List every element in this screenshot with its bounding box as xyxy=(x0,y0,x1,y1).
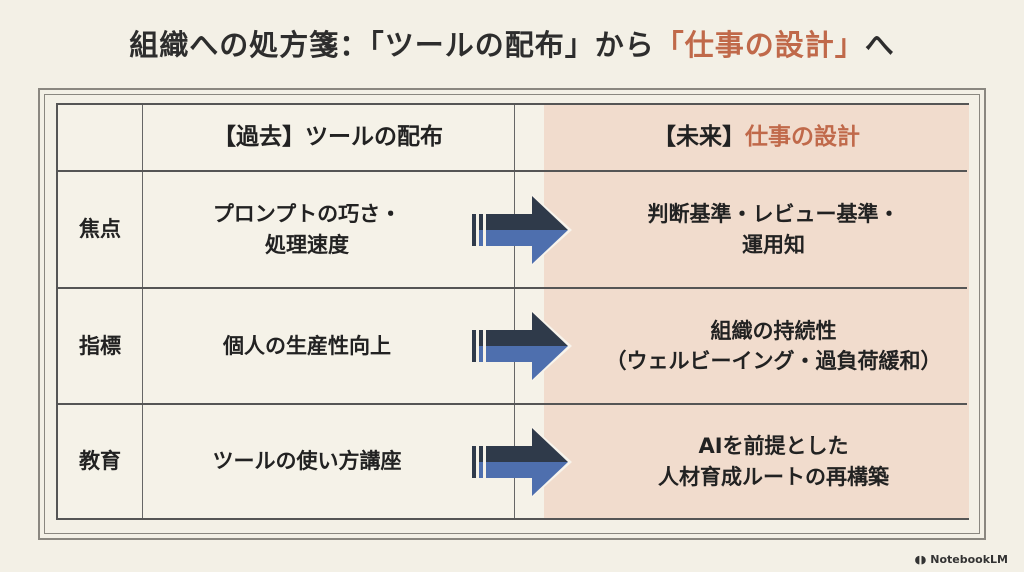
inner-frame xyxy=(44,94,980,534)
title-accent: 「仕事の設計」 xyxy=(654,28,865,62)
past-cell: 個人の生産性向上 xyxy=(142,289,472,403)
row-label-line: 指標 xyxy=(79,333,121,358)
header-future-prefix: 【未来】 xyxy=(653,123,745,150)
future-cell: AIを前提とした人材育成ルートの再構築 xyxy=(578,405,969,518)
divider xyxy=(58,170,967,172)
past-cell: プロンプトの巧さ・処理速度 xyxy=(142,172,472,287)
divider xyxy=(58,403,967,405)
header-future: 【未来】仕事の設計 xyxy=(544,105,969,170)
divider xyxy=(58,287,967,289)
title-part3: へ xyxy=(864,28,895,62)
header-past-prefix: 【過去】 xyxy=(213,123,305,150)
row-label: 指標 xyxy=(58,289,142,403)
outer-frame xyxy=(38,88,986,540)
divider xyxy=(142,105,143,518)
future-cell-line: 組織の持続性 xyxy=(710,318,837,343)
header-past: 【過去】ツールの配布 xyxy=(142,105,514,170)
header-future-label: 仕事の設計 xyxy=(745,123,860,150)
past-cell-line: ツールの使い方講座 xyxy=(212,449,402,474)
future-cell-line: 判断基準・レビュー基準・ xyxy=(647,202,900,227)
arrow-right-icon xyxy=(472,310,572,382)
future-cell-line: AIを前提とした xyxy=(698,434,849,459)
notebooklm-logo: ◖◗NotebookLM xyxy=(915,553,1008,566)
logo-icon: ◖◗ xyxy=(914,553,927,566)
row-label: 焦点 xyxy=(58,172,142,287)
past-cell-line: プロンプトの巧さ・ xyxy=(212,202,402,227)
future-cell-line: 運用知 xyxy=(742,232,805,257)
page-title: 組織への処方箋：「ツールの配布」から「仕事の設計」へ xyxy=(0,22,1024,64)
past-cell-line: 個人の生産性向上 xyxy=(223,333,391,358)
header-past-label: ツールの配布 xyxy=(305,123,443,150)
brand-label: NotebookLM xyxy=(930,553,1008,566)
future-cell-line: （ウェルビーイング・過負荷緩和） xyxy=(605,349,942,373)
comparison-table: 【過去】ツールの配布 【未来】仕事の設計 焦点プロンプトの巧さ・処理速度判断基準… xyxy=(56,103,969,520)
future-cell-line: 人材育成ルートの再構築 xyxy=(658,464,889,489)
future-cell: 判断基準・レビュー基準・運用知 xyxy=(578,172,969,287)
divider xyxy=(514,105,515,518)
row-label-line: 教育 xyxy=(79,449,121,474)
future-cell: 組織の持続性 （ウェルビーイング・過負荷緩和） xyxy=(578,289,969,403)
row-label: 教育 xyxy=(58,405,142,518)
past-cell: ツールの使い方講座 xyxy=(142,405,472,518)
arrow-right-icon xyxy=(472,193,572,266)
title-part1: 組織への処方箋：「ツールの配布」から xyxy=(129,28,655,62)
past-cell-line: 処理速度 xyxy=(265,232,349,257)
row-label-line: 焦点 xyxy=(79,217,121,242)
future-column-bg xyxy=(544,105,969,518)
arrow-right-icon xyxy=(472,425,572,498)
